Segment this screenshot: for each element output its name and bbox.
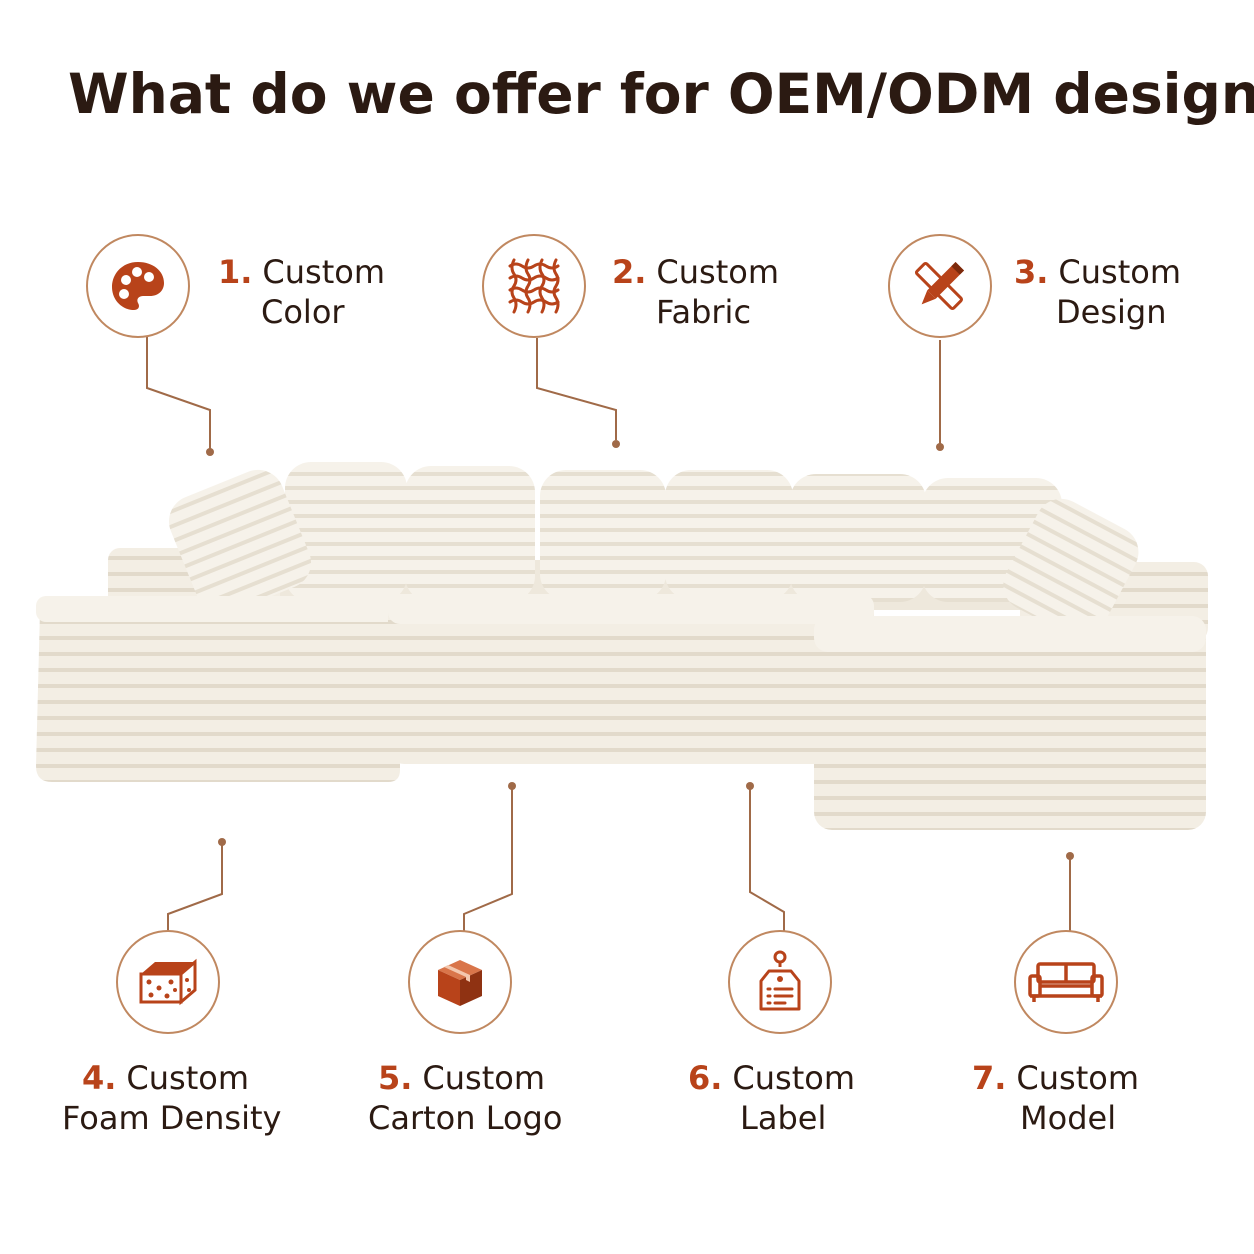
feature-1-line2: Color xyxy=(261,293,345,331)
feature-5-line2: Carton Logo xyxy=(368,1099,563,1137)
custom-model-badge xyxy=(1014,930,1118,1034)
foam-block-icon xyxy=(139,958,197,1006)
feature-6-number: 6. xyxy=(688,1059,723,1097)
feature-3-line1: Custom xyxy=(1058,253,1182,291)
feature-5-number: 5. xyxy=(378,1059,413,1097)
feature-7-line2: Model xyxy=(1020,1099,1117,1137)
feature-6-line2: Label xyxy=(740,1099,827,1137)
feature-4-label: 4.Custom Foam Density xyxy=(62,1058,281,1138)
feature-2-label: 2.Custom Fabric xyxy=(612,252,779,332)
custom-fabric-badge xyxy=(482,234,586,338)
feature-1-label: 1.Custom Color xyxy=(218,252,385,332)
feature-3-line2: Design xyxy=(1056,293,1167,331)
title-area: What do we offer for OEM/ODM design xyxy=(0,0,1254,160)
feature-4-number: 4. xyxy=(82,1059,117,1097)
pillows xyxy=(168,462,1139,639)
feature-5-line1: Custom xyxy=(422,1059,546,1097)
feature-7-label: 7.Custom Model xyxy=(972,1058,1139,1138)
feature-2-line1: Custom xyxy=(656,253,780,291)
custom-label-badge xyxy=(728,930,832,1034)
feature-6-line1: Custom xyxy=(732,1059,856,1097)
custom-color-badge xyxy=(86,234,190,338)
feature-2-line2: Fabric xyxy=(656,293,752,331)
palette-icon xyxy=(112,262,164,310)
feature-3-number: 3. xyxy=(1014,253,1049,291)
tag-label-icon xyxy=(759,950,801,1011)
feature-5-label: 5.Custom Carton Logo xyxy=(368,1058,562,1138)
feature-7-number: 7. xyxy=(972,1059,1007,1097)
feature-7-line1: Custom xyxy=(1016,1059,1140,1097)
fabric-weave-icon xyxy=(508,258,560,314)
feature-1-number: 1. xyxy=(218,253,253,291)
carton-box-icon xyxy=(438,960,482,1006)
feature-1-line1: Custom xyxy=(262,253,386,291)
custom-design-badge xyxy=(888,234,992,338)
feature-3-label: 3.Custom Design xyxy=(1014,252,1181,332)
custom-foam-badge xyxy=(116,930,220,1034)
page-title: What do we offer for OEM/ODM design xyxy=(68,62,1254,126)
feature-4-line2: Foam Density xyxy=(62,1099,282,1137)
feature-2-number: 2. xyxy=(612,253,647,291)
feature-6-label: 6.Custom Label xyxy=(688,1058,855,1138)
pencil-ruler-icon xyxy=(914,261,965,311)
feature-4-line1: Custom xyxy=(126,1059,250,1097)
sofa-model-icon xyxy=(1028,962,1104,1002)
custom-carton-badge xyxy=(408,930,512,1034)
